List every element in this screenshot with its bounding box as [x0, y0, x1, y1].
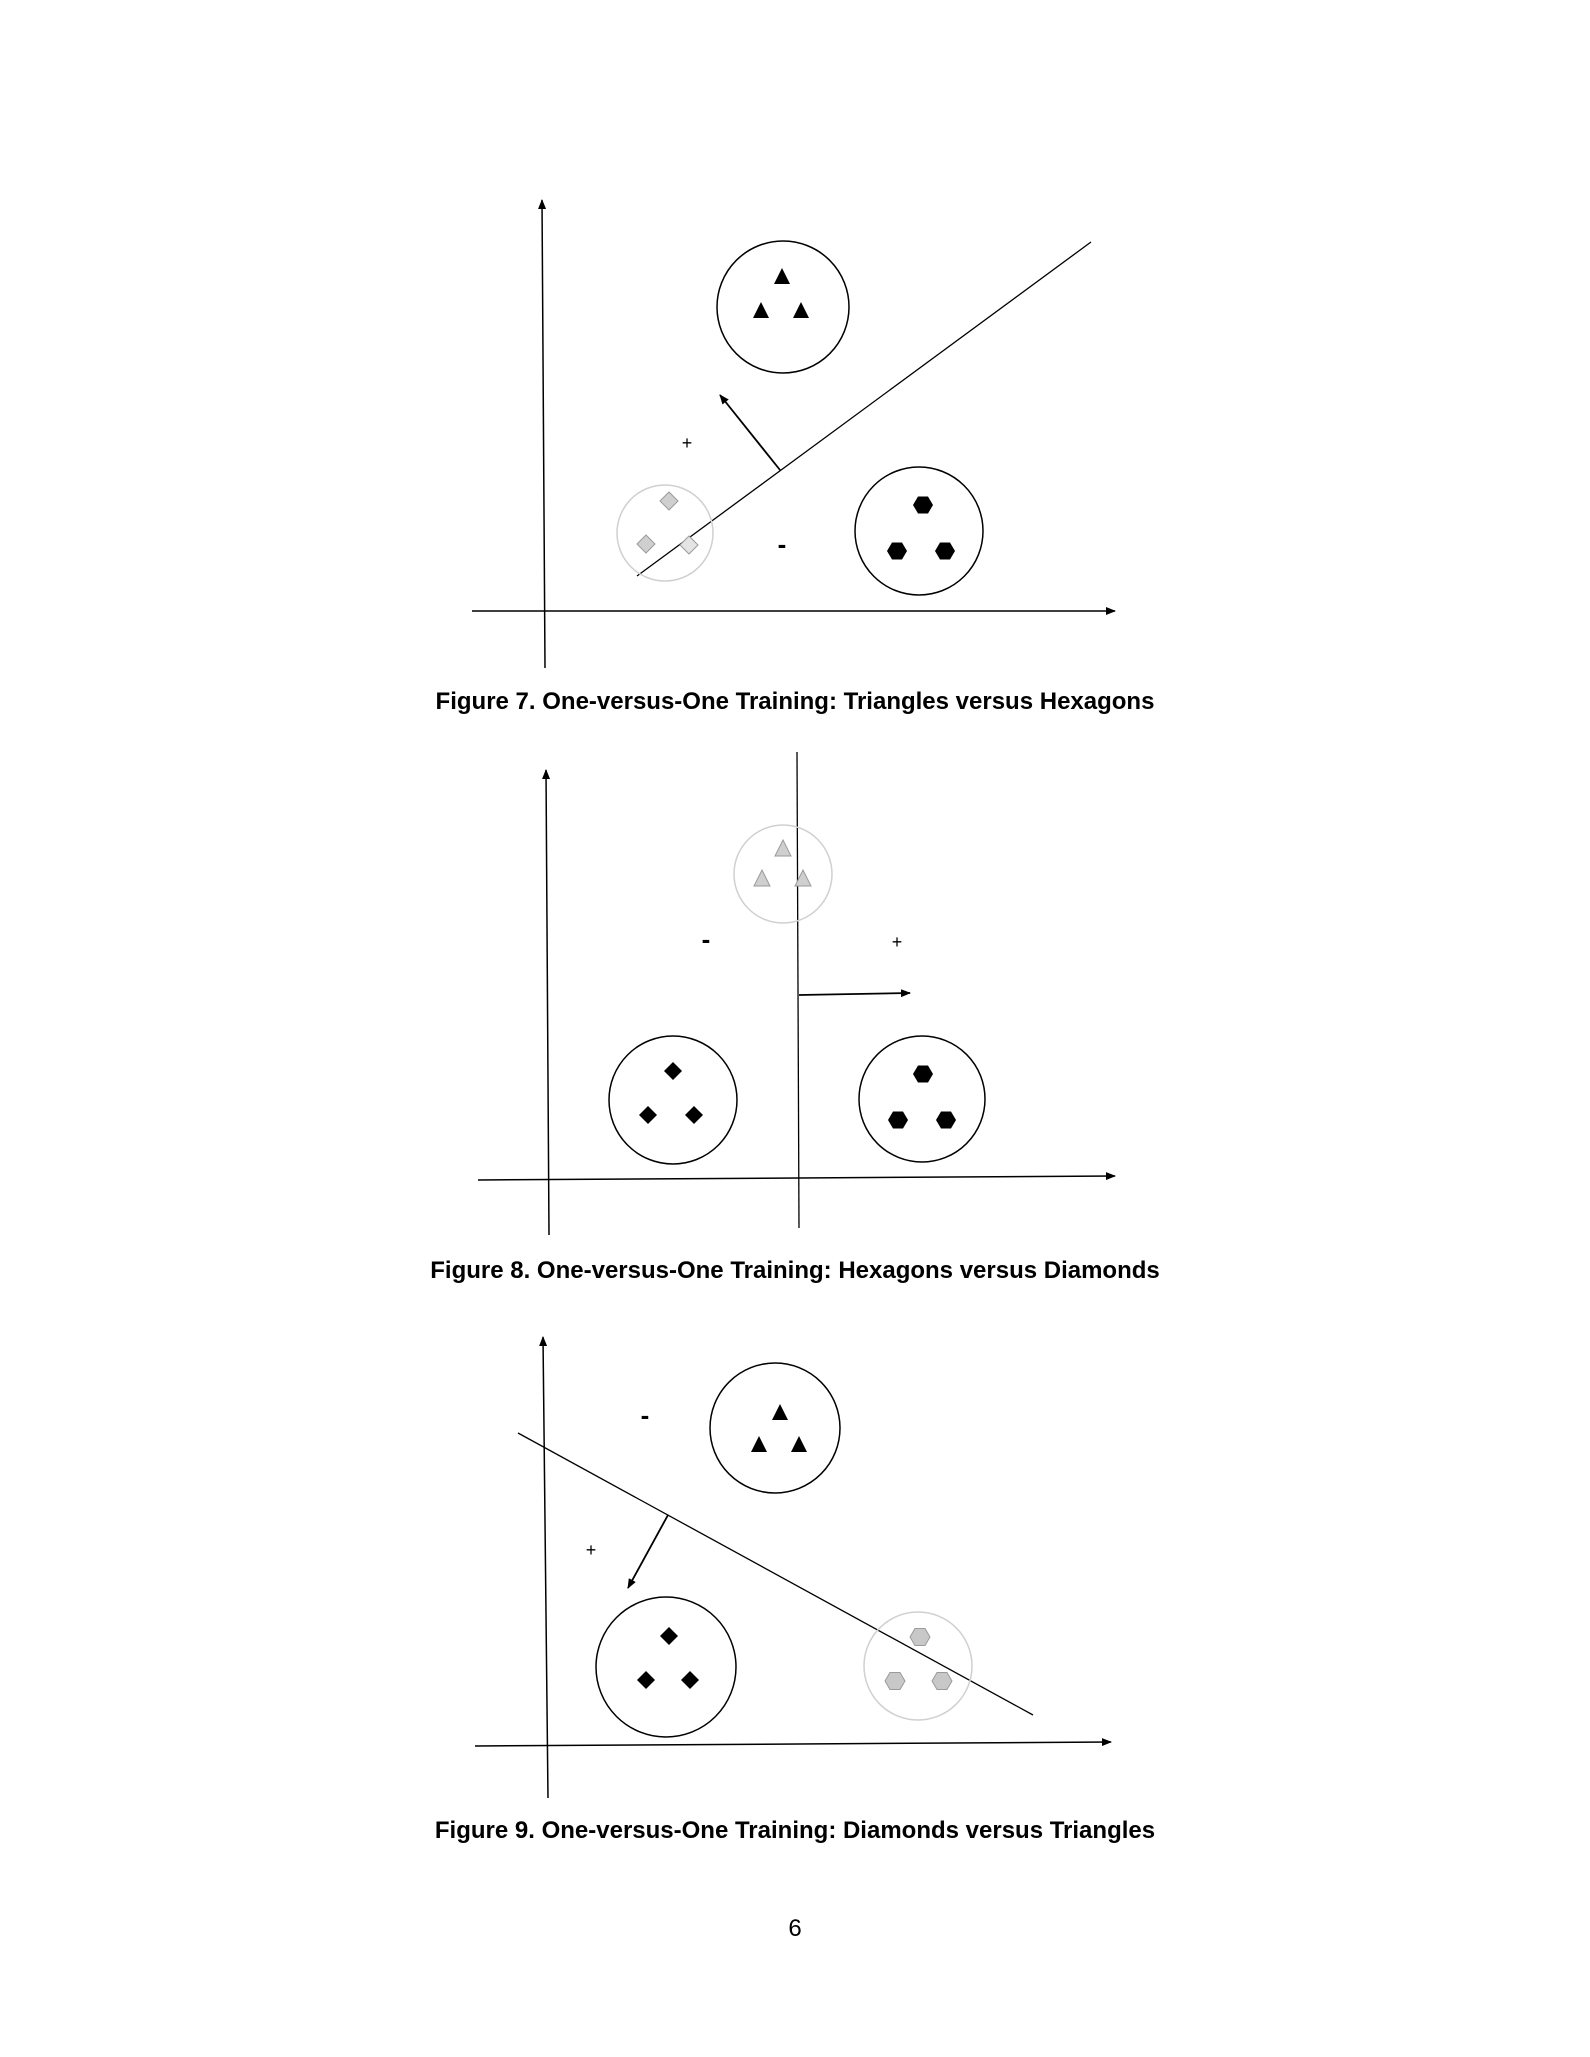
diamond-cluster	[595, 1596, 737, 1738]
decision-boundary	[796, 751, 800, 1229]
y-axis	[539, 1336, 549, 1799]
diamond-cluster	[608, 1035, 738, 1165]
diamond-icon	[659, 491, 679, 511]
figure-8-caption: Figure 8. One-versus-One Training: Hexag…	[430, 1257, 1160, 1284]
triangle-icon	[794, 869, 812, 887]
minus-label: -	[778, 529, 787, 559]
x-axis	[474, 1738, 1112, 1747]
hexagon-icon	[909, 1628, 931, 1646]
plus-label: +	[682, 433, 693, 453]
decision-boundary	[517, 1432, 1034, 1716]
hexagon-cluster	[854, 466, 984, 596]
figure-9: - +	[474, 1336, 1112, 1799]
diamond-cluster-faded	[616, 484, 714, 582]
triangle-cluster	[709, 1362, 841, 1494]
diamond-icon	[636, 534, 656, 554]
hexagon-icon	[888, 1111, 908, 1129]
triangle-icon	[793, 302, 809, 318]
diamond-icon	[637, 1671, 655, 1689]
triangle-icon	[753, 302, 769, 318]
diamond-icon	[681, 1671, 699, 1689]
plus-label: +	[892, 932, 903, 952]
triangle-icon	[791, 1436, 807, 1452]
decision-boundary	[636, 241, 1092, 577]
hexagon-icon	[887, 542, 907, 560]
triangle-icon	[753, 869, 771, 887]
y-axis	[542, 769, 551, 1236]
page-number: 6	[788, 1915, 802, 1942]
diamond-icon	[660, 1627, 678, 1645]
figure-7-caption: Figure 7. One-versus-One Training: Trian…	[435, 688, 1155, 715]
triangle-icon	[774, 839, 792, 857]
diamond-icon	[639, 1106, 657, 1124]
diamond-icon	[664, 1062, 682, 1080]
minus-label: -	[702, 924, 711, 954]
hexagon-icon	[935, 542, 955, 560]
hexagon-icon	[913, 1065, 933, 1083]
diamond-icon	[679, 535, 699, 555]
normal-arrow-icon	[798, 989, 911, 998]
normal-arrow-icon	[627, 1514, 669, 1589]
triangle-icon	[751, 1436, 767, 1452]
hexagon-cluster-faded	[863, 1611, 973, 1721]
plus-label: +	[586, 1540, 597, 1560]
figure-8: - +	[477, 751, 1116, 1236]
hexagon-icon	[913, 496, 933, 514]
x-axis	[477, 1172, 1116, 1181]
minus-label: -	[641, 1400, 650, 1430]
diamond-icon	[685, 1106, 703, 1124]
figure-7: + -	[472, 199, 1116, 669]
triangle-icon	[772, 1404, 788, 1420]
normal-arrow-icon	[719, 394, 781, 471]
figure-9-caption: Figure 9. One-versus-One Training: Diamo…	[434, 1817, 1156, 1844]
triangle-cluster-faded	[733, 824, 833, 924]
triangle-cluster	[716, 240, 850, 374]
triangle-icon	[774, 268, 790, 284]
hexagon-icon	[931, 1672, 953, 1690]
hexagon-icon	[936, 1111, 956, 1129]
hexagon-icon	[884, 1672, 906, 1690]
y-axis	[538, 199, 547, 669]
hexagon-cluster	[858, 1035, 986, 1163]
